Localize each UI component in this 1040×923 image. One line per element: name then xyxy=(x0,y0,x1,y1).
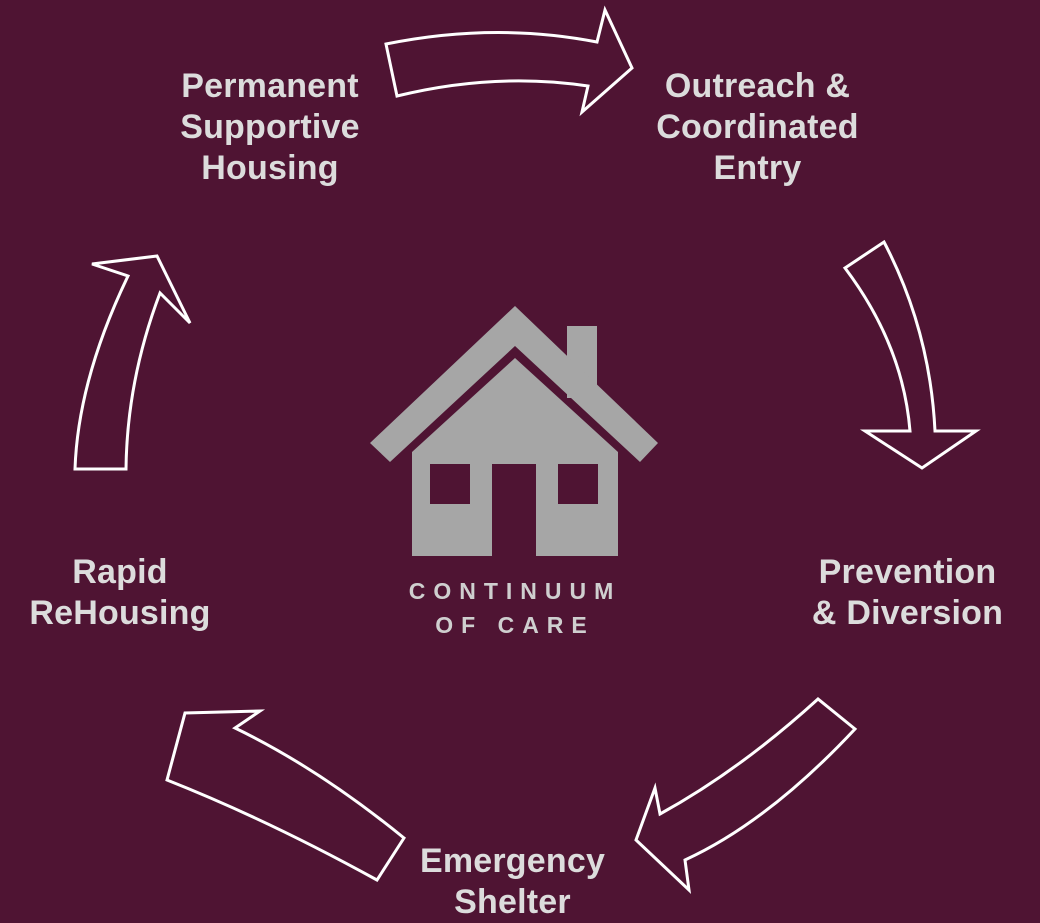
arrow-permanent-to-outreach-icon xyxy=(384,5,634,117)
center-caption: CONTINUUM OF CARE xyxy=(340,574,690,642)
center-caption-line: OF CARE xyxy=(435,612,595,638)
stage-label-line: Rapid xyxy=(72,553,168,591)
stage-label-line: Supportive xyxy=(180,108,360,146)
arrow-prevention-to-emergency-icon xyxy=(634,697,858,894)
stage-label-outreach-coordinated-entry: Outreach & Coordinated Entry xyxy=(620,66,895,189)
house-window-left xyxy=(430,464,470,504)
stage-label-emergency-shelter: Emergency Shelter xyxy=(395,841,630,923)
center-caption-line: CONTINUUM xyxy=(408,578,622,604)
stage-label-permanent-supportive-housing: Permanent Supportive Housing xyxy=(150,66,390,189)
stage-label-line: Housing xyxy=(201,149,339,187)
stage-label-line: Shelter xyxy=(454,883,571,921)
stage-label-line: ReHousing xyxy=(29,594,211,632)
house-body xyxy=(412,358,618,556)
stage-label-line: Emergency xyxy=(419,842,606,880)
house-window-right xyxy=(558,464,598,504)
arrow-emergency-to-rapid-icon xyxy=(165,709,406,882)
stage-label-line: Prevention xyxy=(818,553,997,591)
stage-label-rapid-rehousing: Rapid ReHousing xyxy=(10,552,230,634)
stage-label-line: Entry xyxy=(713,149,802,187)
house-roof xyxy=(370,306,658,462)
stage-label-line: & Diversion xyxy=(811,594,1004,632)
house-icon xyxy=(360,300,670,562)
house-door xyxy=(492,464,536,556)
stage-label-line: Permanent xyxy=(181,67,359,105)
arrow-outreach-to-prevention-icon xyxy=(842,239,981,470)
arrow-rapid-to-permanent-icon xyxy=(73,254,192,471)
stage-label-line: Coordinated xyxy=(656,108,859,146)
stage-label-line: Outreach & xyxy=(664,67,851,105)
stage-label-prevention-diversion: Prevention & Diversion xyxy=(785,552,1030,634)
